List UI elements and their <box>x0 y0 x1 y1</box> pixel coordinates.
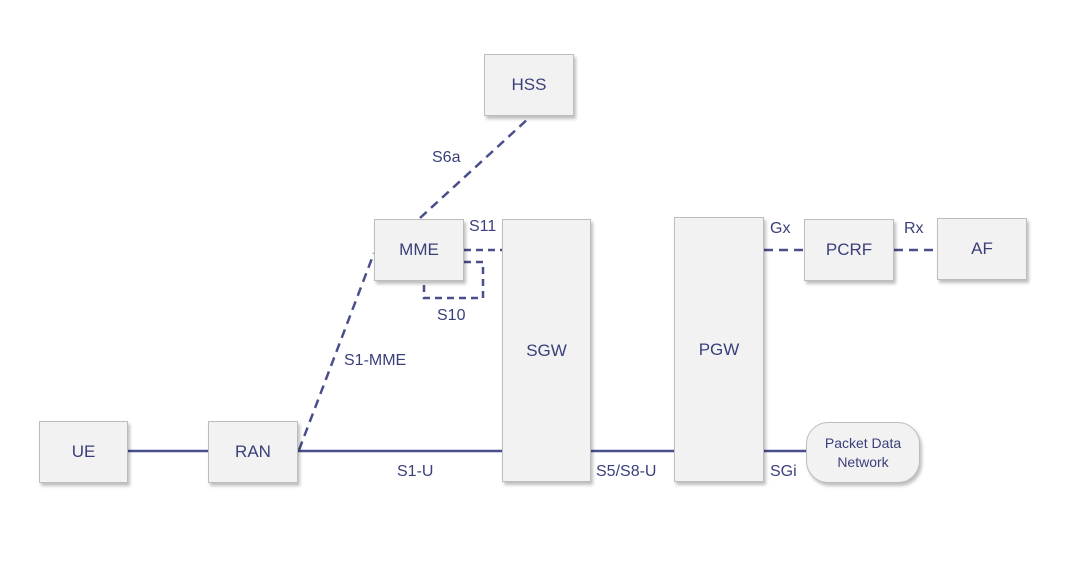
s1-mme-label: S1-MME <box>344 352 407 369</box>
rx-label: Rx <box>904 220 924 237</box>
packet-data-network-node: Packet Data Network <box>806 422 920 483</box>
gx-label: Gx <box>770 220 791 237</box>
af-node: AF <box>937 218 1027 280</box>
ran-node: RAN <box>208 421 298 483</box>
s10-loop <box>422 260 485 300</box>
sgw-node: SGW <box>502 219 591 482</box>
pgw-node: PGW <box>674 217 764 482</box>
hss-node: HSS <box>484 54 574 116</box>
s6a-label: S6a <box>432 149 461 166</box>
s6a-link <box>419 116 531 219</box>
s10-label: S10 <box>437 307 466 324</box>
s1-mme-link <box>297 252 376 451</box>
s1-u-label: S1-U <box>397 463 434 480</box>
packet-data-network-label: Packet Data Network <box>824 434 902 470</box>
ue-node: UE <box>39 421 128 483</box>
s11-label: S11 <box>469 218 497 235</box>
s5-s8-u-label: S5/S8-U <box>596 463 657 480</box>
mme-node: MME <box>374 219 464 281</box>
pcrf-node: PCRF <box>804 219 894 281</box>
sgi-label: SGi <box>770 463 797 480</box>
